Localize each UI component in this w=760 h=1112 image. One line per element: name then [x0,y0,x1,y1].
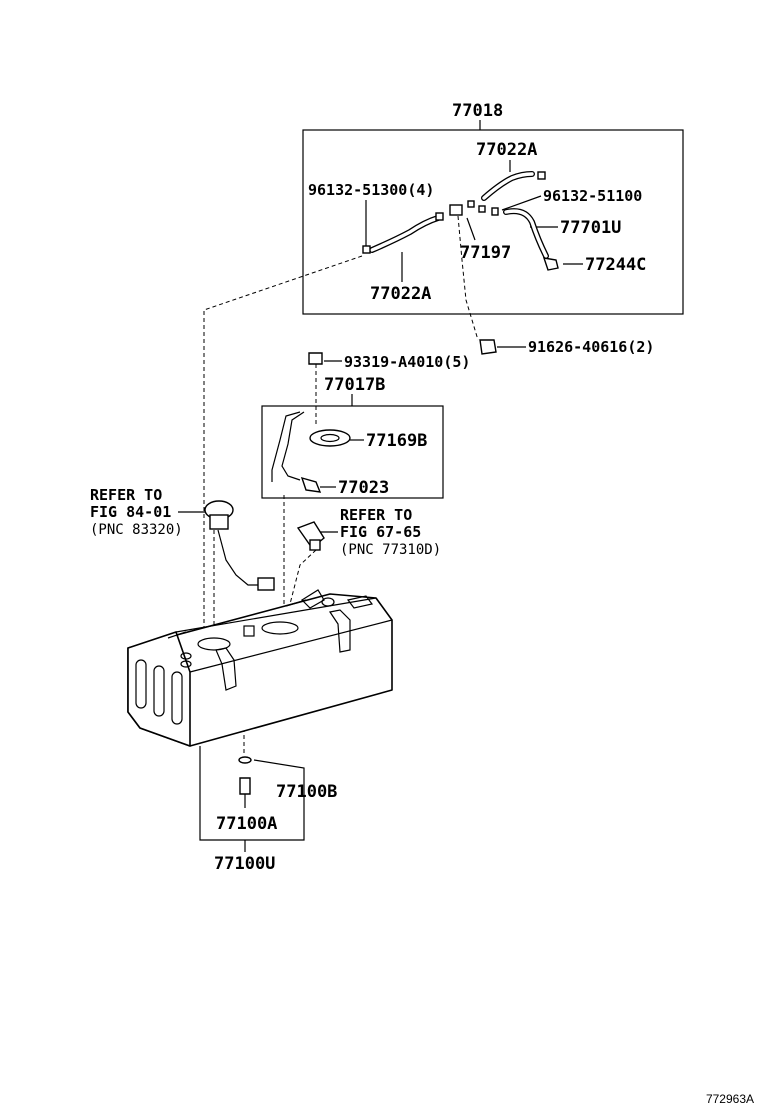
label-77100A[interactable]: 77100A [216,814,277,834]
clamp-icon [537,171,546,180]
ref1-line1[interactable]: REFER TO [90,486,162,504]
label-77169B[interactable]: 77169B [366,431,427,451]
vent-valve-77197[interactable] [449,204,463,216]
fuel-tank[interactable] [127,589,393,747]
filter-77023[interactable] [300,476,322,493]
vent-fitting-77244C[interactable] [542,257,559,271]
screw-93319-icon[interactable] [308,352,323,365]
label-77100B[interactable]: 77100B [276,782,337,802]
label-91626-40616[interactable]: 91626-40616(2) [528,338,654,356]
label-77018[interactable]: 77018 [452,101,503,121]
label-77100U[interactable]: 77100U [214,854,275,874]
bracket-77100U [199,746,305,841]
sender-pipe-77017B[interactable] [271,411,305,482]
label-96132-51100[interactable]: 96132-51100 [543,187,642,205]
drain-plug-77100A[interactable] [239,777,251,795]
dash-vent-to-tank [203,255,363,640]
ref2-line3: (PNC 77310D) [340,542,441,558]
bolt-91626-icon[interactable] [479,339,497,355]
ref1-line2[interactable]: FIG 84-01 [90,503,171,521]
label-77017B[interactable]: 77017B [324,375,385,395]
hose-77022A-left[interactable] [369,215,441,253]
label-77022A-top[interactable]: 77022A [476,140,537,160]
label-93319-A4010[interactable]: 93319-A4010(5) [344,353,470,371]
label-77197[interactable]: 77197 [460,243,511,263]
leader-77197 [466,217,476,241]
label-77022A-bottom[interactable]: 77022A [370,284,431,304]
clamp-icon [362,245,371,254]
sensor-unit-icon[interactable] [296,521,325,551]
dash-91626 [457,215,479,341]
clamp-icon [467,200,475,208]
ref1-line3: (PNC 83320) [90,522,183,538]
hose-77022A-top[interactable] [481,171,535,201]
ref2-line1[interactable]: REFER TO [340,506,412,524]
label-77701U[interactable]: 77701U [560,218,621,238]
gasket-77100B[interactable] [238,756,252,764]
dash-sensor-to-tank [289,549,317,605]
clamp-icon [491,207,499,216]
clamp-icon [435,212,444,221]
ref2-line2[interactable]: FIG 67-65 [340,523,421,541]
label-77244C[interactable]: 77244C [585,255,646,275]
leader-96132-51100 [501,195,542,211]
diagram-id: 772963A [705,1092,754,1106]
gasket-inner [320,433,340,443]
hose-77701U[interactable] [503,208,549,259]
gasket-77169B[interactable] [309,429,351,447]
label-96132-51300[interactable]: 96132-51300(4) [308,181,434,199]
label-77023[interactable]: 77023 [338,478,389,498]
fuel-pump-sender-icon[interactable] [204,500,275,591]
box-77017B [261,405,444,499]
clamp-icon [478,205,486,213]
box-77018 [302,129,684,315]
